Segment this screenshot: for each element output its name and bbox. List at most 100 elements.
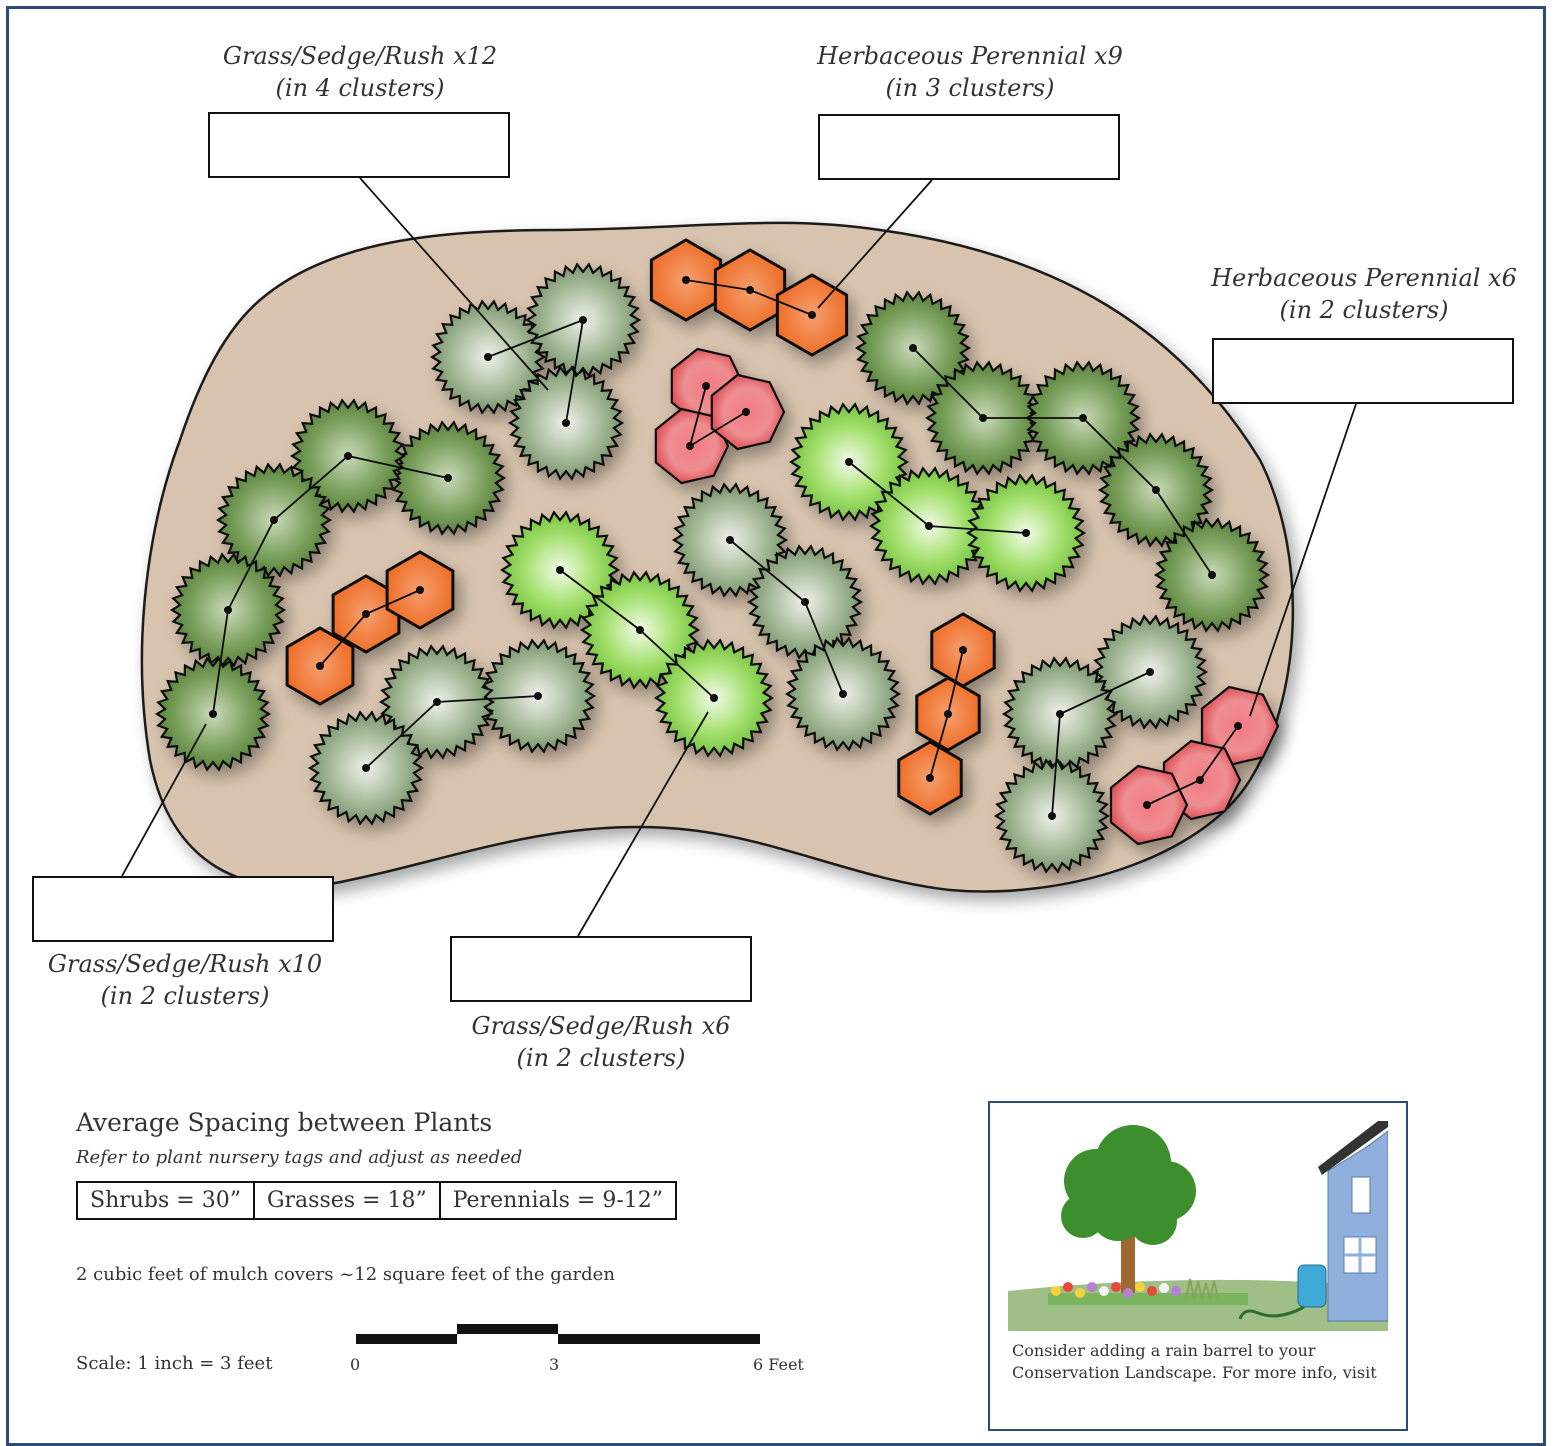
plant-center-dot: [316, 662, 324, 670]
rain-barrel: [1297, 1264, 1327, 1308]
plant-center-dot: [845, 458, 853, 466]
grass-cluster-right-top: [854, 290, 1271, 633]
label-grass-6-title: Grass/Sedge/Rush x6: [471, 1012, 731, 1040]
scale-segment-3: [558, 1334, 760, 1344]
plant-center-dot: [579, 316, 587, 324]
plant-center-dot: [808, 311, 816, 319]
spacing-table: Shrubs = 30” Grasses = 18” Perennials = …: [76, 1181, 678, 1220]
label-grass-12-title: Grass/Sedge/Rush x12: [222, 42, 498, 70]
spacing-shrubs: Shrubs = 30”: [76, 1181, 255, 1220]
plant-name-box-perennial-6[interactable]: [1212, 338, 1514, 404]
plant-center-dot: [1196, 776, 1204, 784]
label-perennial-9-clusters: (in 3 clusters): [885, 74, 1055, 102]
plant-center-dot: [944, 710, 952, 718]
plant-name-box-grass-10[interactable]: [32, 876, 334, 942]
plant-center-dot: [801, 598, 809, 606]
plant-center-dot: [562, 419, 570, 427]
plant-center-dot: [1056, 710, 1064, 718]
leader-perennial-9: [817, 179, 933, 309]
perennial-cluster-right: [897, 612, 996, 816]
plant-center-dot: [746, 286, 754, 294]
grass-cluster-lower: [307, 638, 597, 826]
plant-center-dot: [925, 522, 933, 530]
mulch-note: 2 cubic feet of mulch covers ~12 square …: [76, 1264, 615, 1285]
plant-center-dot: [1143, 801, 1151, 809]
scale-tick-3: 3: [549, 1355, 560, 1374]
label-perennial-9-title: Herbaceous Perennial x9: [817, 42, 1123, 70]
plant-center-dot: [1146, 668, 1154, 676]
plant-center-dot: [344, 452, 352, 460]
plant-center-dot: [209, 710, 217, 718]
scale-segment-2: [457, 1324, 558, 1334]
spacing-perennials: Perennials = 9-12”: [438, 1181, 678, 1220]
plant-name-box-grass-6[interactable]: [450, 936, 752, 1002]
grass-cluster-left: [154, 398, 507, 772]
plant-center-dot: [742, 408, 750, 416]
plant-center-dot: [1022, 529, 1030, 537]
plant-center-dot: [416, 586, 424, 594]
scale-bar: [356, 1324, 760, 1344]
spacing-grasses: Grasses = 18”: [252, 1181, 441, 1220]
grass-cluster-bright-left: [499, 510, 775, 758]
plant-center-dot: [839, 690, 847, 698]
scale-segment-1: [356, 1334, 457, 1344]
label-grass-6-clusters: (in 2 clusters): [516, 1044, 686, 1072]
label-grass-10-title: Grass/Sedge/Rush x10: [47, 950, 323, 978]
scale-tick-0: 0: [350, 1355, 361, 1374]
label-grass-10: Grass/Sedge/Rush x10 (in 2 clusters): [30, 948, 340, 1012]
label-grass-12: Grass/Sedge/Rush x12 (in 4 clusters): [210, 40, 510, 104]
plant-center-dot: [1048, 812, 1056, 820]
label-perennial-6: Herbaceous Perennial x6 (in 2 clusters): [1200, 262, 1528, 326]
label-grass-12-clusters: (in 4 clusters): [275, 74, 445, 102]
tree-trunk: [1121, 1221, 1135, 1303]
leader-grass-12: [359, 177, 549, 391]
spacing-title: Average Spacing between Plants: [76, 1108, 493, 1137]
plant-center-dot: [909, 344, 917, 352]
label-perennial-9: Herbaceous Perennial x9 (in 3 clusters): [800, 40, 1140, 104]
grass-cluster-bright-right: [788, 402, 1087, 593]
plant-center-dot: [534, 692, 542, 700]
plant-center-dot: [556, 566, 564, 574]
grass-cluster-right-bottom: [993, 614, 1209, 874]
house-window-upper: [1351, 1176, 1371, 1214]
plant-center-dot: [362, 764, 370, 772]
tree-canopy: [1061, 1125, 1196, 1245]
perennial-cluster-red-top: [654, 347, 786, 485]
label-perennial-6-clusters: (in 2 clusters): [1279, 296, 1449, 324]
garden-plan: [121, 177, 1357, 937]
rain-barrel-caption: Consider adding a rain barrel to your Co…: [1012, 1341, 1377, 1382]
house-roof: [1318, 1121, 1388, 1175]
leader-grass-10: [121, 723, 207, 877]
scale-tick-6: 6 Feet: [753, 1355, 804, 1374]
hose: [1238, 1305, 1305, 1320]
label-grass-6: Grass/Sedge/Rush x6 (in 2 clusters): [450, 1010, 752, 1074]
plant-center-dot: [484, 353, 492, 361]
grass-cluster-top: [429, 262, 642, 481]
label-grass-10-clusters: (in 2 clusters): [100, 982, 270, 1010]
scale-label: Scale: 1 inch = 3 feet: [76, 1353, 273, 1374]
plant-center-dot: [270, 516, 278, 524]
plant-center-dot: [979, 414, 987, 422]
label-perennial-6-title: Herbaceous Perennial x6: [1211, 264, 1517, 292]
plant-center-dot: [224, 606, 232, 614]
spacing-row: Shrubs = 30” Grasses = 18” Perennials = …: [76, 1181, 678, 1220]
plant-name-box-grass-12[interactable]: [208, 112, 510, 178]
plant-name-box-perennial-9[interactable]: [818, 114, 1120, 180]
plant-center-dot: [362, 610, 370, 618]
leader-perennial-6: [1249, 403, 1357, 717]
flower-bed: [1048, 1278, 1248, 1305]
plant-center-dot: [926, 774, 934, 782]
rain-barrel-card: Consider adding a rain barrel to your Co…: [988, 1101, 1408, 1431]
plant-center-dot: [726, 536, 734, 544]
plant-center-dot: [1152, 486, 1160, 494]
plant-center-dot: [710, 694, 718, 702]
plant-center-dot: [636, 626, 644, 634]
leader-grass-6: [577, 711, 709, 937]
plant-center-dot: [682, 276, 690, 284]
plant-center-dot: [1234, 722, 1242, 730]
plant-center-dot: [1208, 571, 1216, 579]
perennial-cluster-left: [285, 550, 455, 706]
spacing-note: Refer to plant nursery tags and adjust a…: [76, 1147, 523, 1168]
plant-center-dot: [444, 474, 452, 482]
plant-center-dot: [702, 382, 710, 390]
